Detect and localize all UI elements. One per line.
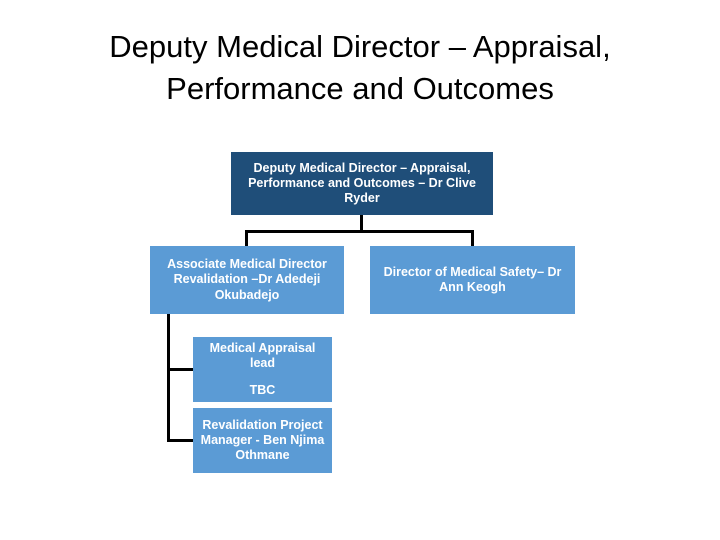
- org-node-line: Medical Appraisal: [209, 340, 316, 355]
- org-node-director-medical-safety[interactable]: Director of Medical Safety– Dr Ann Keogh: [370, 246, 575, 314]
- org-node-line: Performance and Outcomes – Dr Clive: [248, 175, 476, 190]
- org-node-line: Manager - Ben Njima: [200, 432, 325, 447]
- org-node-line: Ryder: [344, 191, 380, 206]
- org-node-revalidation-project-manager[interactable]: Revalidation Project Manager - Ben Njima…: [193, 408, 332, 473]
- connector-level1-bar: [245, 230, 474, 233]
- org-node-line: Associate Medical Director: [167, 257, 327, 272]
- connector-associate-spine: [167, 314, 170, 442]
- connector-to-appraisal-lead: [167, 368, 194, 371]
- org-node-line: Director of Medical Safety– Dr: [383, 264, 562, 279]
- org-node-deputy-medical-director[interactable]: Deputy Medical Director – Appraisal, Per…: [231, 152, 493, 215]
- connector-to-medical-safety: [471, 230, 474, 246]
- org-node-line: Ann Keogh: [439, 280, 506, 294]
- connector-root-stem: [360, 215, 363, 232]
- org-node-line: Okubadejo: [214, 287, 280, 302]
- page-title: Deputy Medical Director – Appraisal, Per…: [109, 29, 611, 106]
- org-node-associate-medical-director[interactable]: Associate Medical Director Revalidation …: [150, 246, 344, 314]
- org-node-line: Deputy Medical Director – Appraisal,: [253, 160, 471, 175]
- org-node-line: lead: [249, 355, 275, 370]
- org-node-line: Revalidation Project: [202, 417, 323, 432]
- connector-to-associate: [245, 230, 248, 246]
- org-node-medical-appraisal-lead[interactable]: Medical Appraisal lead TBC: [193, 337, 332, 402]
- connector-to-revalidation-manager: [167, 439, 194, 442]
- org-node-line: Othmane: [235, 448, 290, 463]
- org-node-line: Revalidation –Dr Adedeji: [173, 272, 321, 287]
- org-node-status-line: TBC: [249, 383, 276, 398]
